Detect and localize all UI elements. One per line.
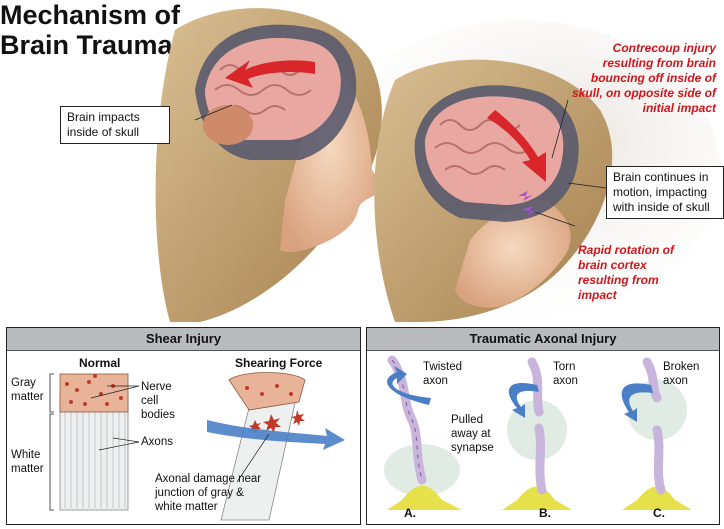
callout-brain-impacts: Brain impacts inside of skull — [60, 106, 170, 144]
synapse-a — [387, 485, 462, 510]
twisted-axon-label: Twisted axon — [423, 361, 462, 387]
axon-b-lower — [534, 423, 547, 495]
pulled-away-label: Pulled away at synapse — [451, 414, 494, 454]
tai-diagram — [384, 355, 692, 510]
title-line-2: Brain Trauma — [0, 30, 173, 60]
gray-matter-label: Gray matter — [11, 377, 44, 403]
twist-arrow-c — [621, 383, 653, 422]
shear-injury-panel: Shear Injury — [6, 327, 361, 525]
face-second-head — [455, 200, 571, 308]
red-arrow-first — [225, 60, 315, 88]
callout-brain-continues: Brain continues in motion, impacting wit… — [606, 166, 724, 219]
label-a: A. — [404, 506, 416, 520]
tai-panel: Traumatic Axonal Injury Twisted axon Pul… — [366, 327, 720, 525]
axonal-damage-label: Axonal damage near junction of gray & wh… — [155, 473, 262, 513]
label-b: B. — [539, 506, 551, 520]
twist-arrow-a — [387, 366, 431, 405]
head-illustration — [155, 8, 720, 322]
twist-arrow-b — [508, 382, 539, 418]
tai-heading: Traumatic Axonal Injury — [367, 328, 719, 351]
damage-star-2 — [291, 410, 305, 426]
axons-label: Axons — [141, 436, 173, 448]
axon-c-lower — [652, 425, 666, 495]
red-arrow-second — [487, 110, 546, 182]
damage-star-1 — [263, 414, 281, 433]
shear-column-gray-matter — [228, 372, 306, 411]
title-line-1: Mechanism of — [0, 0, 181, 30]
note-contrecoup: Contrecoup injury resulting from brain b… — [571, 41, 716, 115]
normal-subtitle: Normal — [79, 356, 121, 370]
axon-b — [527, 357, 544, 417]
broken-axon-label: Broken axon — [663, 361, 700, 387]
face-first-head — [280, 60, 379, 252]
white-matter-label: White matter — [11, 449, 44, 475]
nerve-cell-bodies-label: Nerve cell bodies — [141, 381, 175, 421]
cerebellum-first — [203, 105, 253, 145]
shearing-force-arrow — [207, 420, 345, 450]
synapse-b — [502, 486, 572, 510]
normal-column-gray-matter — [59, 373, 129, 413]
torn-axon-label: Torn axon — [553, 361, 578, 387]
shear-injury-heading: Shear Injury — [7, 328, 360, 351]
page-title: Mechanism of Brain Trauma — [0, 0, 724, 60]
synapse-c — [622, 486, 692, 510]
note-rotation: Rapid rotation of brain cortex resulting… — [578, 243, 674, 302]
axon-c-upper — [642, 357, 662, 403]
shearing-force-subtitle: Shearing Force — [235, 356, 323, 370]
label-c: C. — [653, 506, 665, 520]
shear-diagram — [49, 372, 345, 521]
rotation-marks — [518, 191, 537, 216]
